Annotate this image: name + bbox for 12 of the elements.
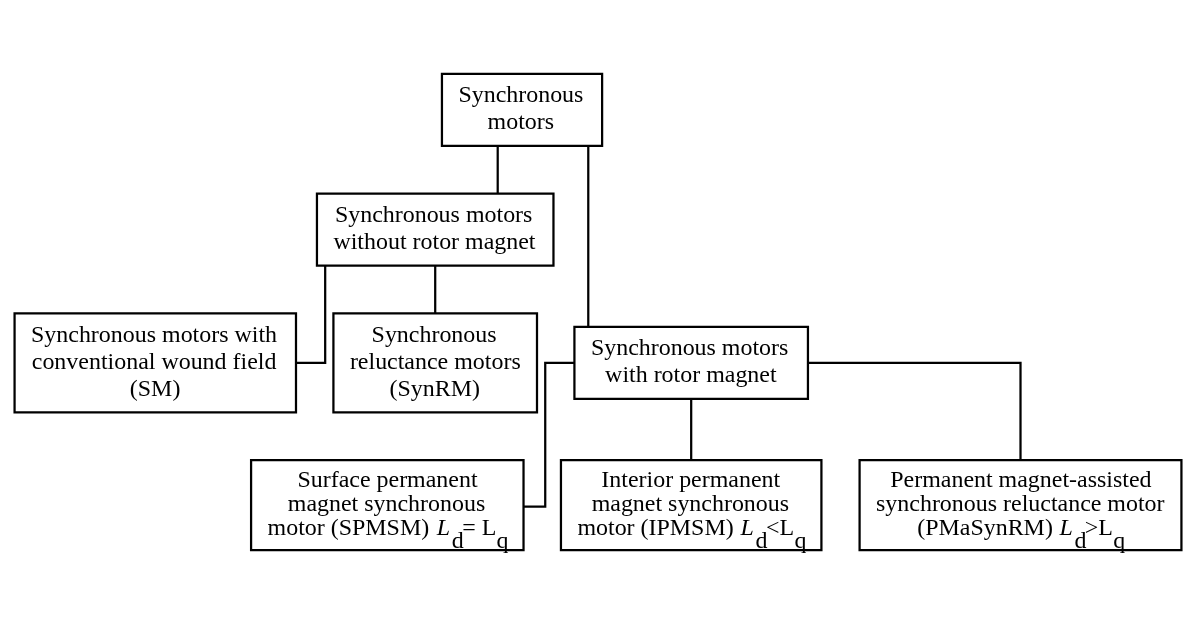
connector <box>496 145 499 193</box>
node-box: Synchronous reluctance motors (SynRM) <box>332 311 539 413</box>
connector <box>808 361 1022 460</box>
connector <box>434 265 437 313</box>
node-box: Synchronous motors <box>440 72 604 147</box>
connector <box>587 145 590 327</box>
connector <box>690 399 693 460</box>
connector <box>296 265 327 364</box>
node-box: Synchronous motors with rotor magnet <box>573 325 810 400</box>
connector <box>523 361 575 508</box>
node-box: Synchronous motors without rotor magnet <box>315 192 555 267</box>
node-box: Synchronous motors with conventional wound field (SM) <box>13 311 298 413</box>
